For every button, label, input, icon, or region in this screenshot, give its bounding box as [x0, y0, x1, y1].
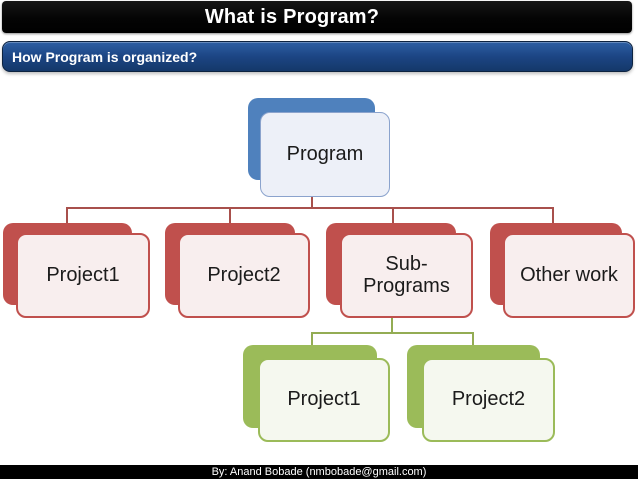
node-front-shape: Project2 — [422, 358, 555, 442]
connector-level2-bus — [66, 207, 554, 223]
title-bar: What is Program? — [2, 1, 632, 33]
subtitle-bar: How Program is organized? — [2, 41, 633, 72]
connector-level3-bus — [311, 332, 474, 345]
node-front-shape: Project1 — [258, 358, 390, 442]
node-label: Program — [286, 142, 364, 165]
node-front-shape: Other work — [503, 233, 635, 318]
footer-credit: By: Anand Bobade (nmbobade@gmail.com) — [211, 466, 427, 478]
slide-subtitle: How Program is organized? — [12, 48, 198, 65]
node-front-shape: Sub-Programs — [340, 233, 473, 318]
node-label: Project1 — [287, 388, 361, 411]
node-label: Project2 — [451, 388, 526, 411]
node-label: Project2 — [207, 263, 281, 286]
node-front-shape: Program — [260, 112, 390, 197]
node-label: Sub-Programs — [363, 252, 450, 297]
slide-title: What is Program? — [204, 5, 380, 28]
footer-bar: By: Anand Bobade (nmbobade@gmail.com) — [0, 465, 638, 479]
node-label: Other work — [520, 263, 618, 286]
node-label: Project1 — [46, 263, 120, 286]
node-front-shape: Project1 — [16, 233, 150, 318]
node-front-shape: Project2 — [178, 233, 310, 318]
